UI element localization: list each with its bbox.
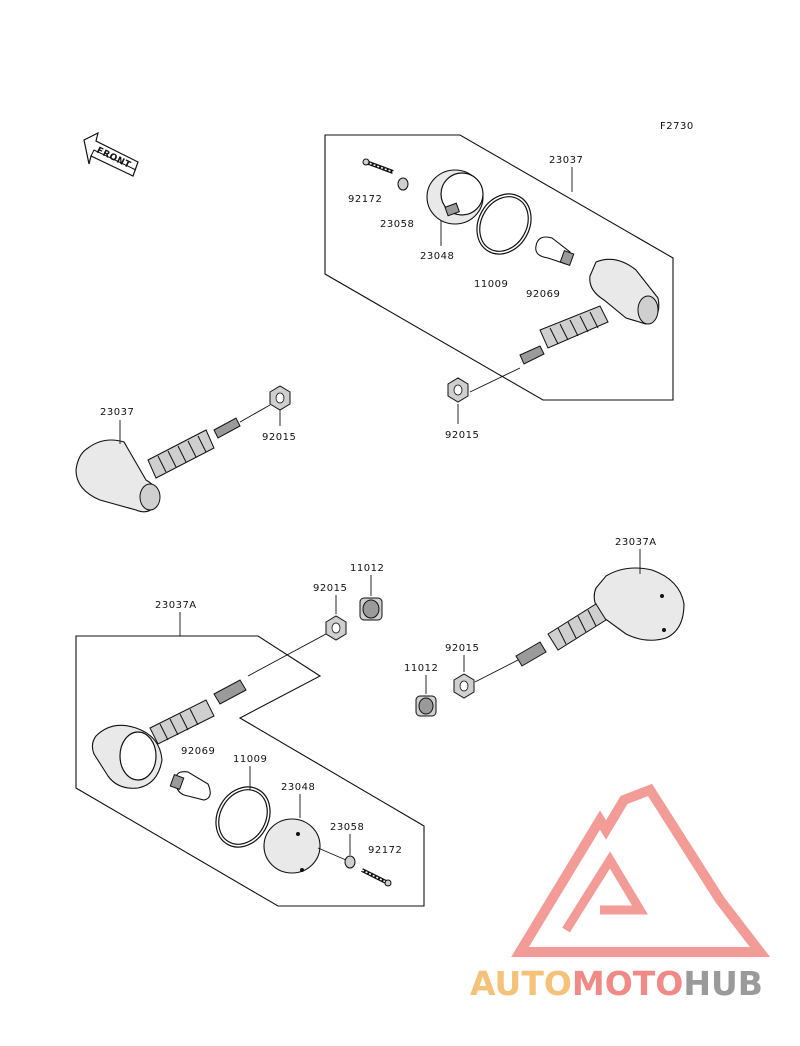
lower-spacer-label: 11012: [350, 563, 384, 574]
left-nut: [269, 385, 291, 411]
upper-group-frame: [324, 134, 674, 401]
lower-washer: [344, 855, 356, 869]
lower-group-frame: [75, 635, 425, 907]
left-nut-label: 92015: [262, 432, 296, 443]
watermark-hub: HUB: [683, 964, 763, 1003]
lower-washer-label: 23058: [330, 822, 364, 833]
upper-screw-label: 92172: [348, 194, 382, 205]
upper-assembly-label: 23037: [549, 155, 583, 166]
right-lower-spacer-label: 11012: [404, 663, 438, 674]
front-arrow-icon: [83, 131, 139, 177]
right-lower-nut: [453, 673, 475, 699]
lower-assembly-label: 23037A: [155, 600, 197, 611]
lower-bulb-label: 92069: [181, 746, 215, 757]
watermark-text: AUTOMOTOHUB: [470, 964, 763, 1003]
left-turn-signal: [75, 417, 241, 513]
upper-washer-label: 23058: [380, 219, 414, 230]
lower-gasket: [215, 786, 271, 848]
right-lower-spacer: [415, 695, 437, 717]
upper-nut: [447, 377, 469, 403]
lower-screw: [361, 868, 392, 887]
right-lower-turn-signal: [515, 567, 685, 667]
upper-gasket: [476, 193, 532, 255]
lower-lens-label: 23048: [281, 782, 315, 793]
lower-lens: [263, 818, 321, 874]
upper-gasket-label: 11009: [474, 279, 508, 290]
watermark-logo: [511, 783, 771, 957]
upper-lens-label: 23048: [420, 251, 454, 262]
upper-screw: [362, 158, 394, 174]
watermark-auto: AUTO: [470, 964, 572, 1003]
right-lower-nut-label: 92015: [445, 643, 479, 654]
watermark-moto: MOTO: [572, 964, 683, 1003]
upper-washer: [397, 177, 409, 191]
figure-code: F2730: [660, 121, 694, 132]
right-lower-assembly-label: 23037A: [615, 537, 657, 548]
lower-spacer: [359, 597, 383, 621]
lower-screw-label: 92172: [368, 845, 402, 856]
upper-nut-label: 92015: [445, 430, 479, 441]
upper-bulb: [535, 236, 575, 266]
lower-turn-signal: [91, 679, 247, 789]
lower-nut-label: 92015: [313, 583, 347, 594]
upper-turn-signal: [519, 258, 660, 365]
upper-lens: [426, 169, 484, 225]
upper-bulb-label: 92069: [526, 289, 560, 300]
lower-bulb: [169, 771, 211, 801]
lower-nut: [325, 615, 347, 641]
lower-gasket-label: 11009: [233, 754, 267, 765]
left-assembly-label: 23037: [100, 407, 134, 418]
